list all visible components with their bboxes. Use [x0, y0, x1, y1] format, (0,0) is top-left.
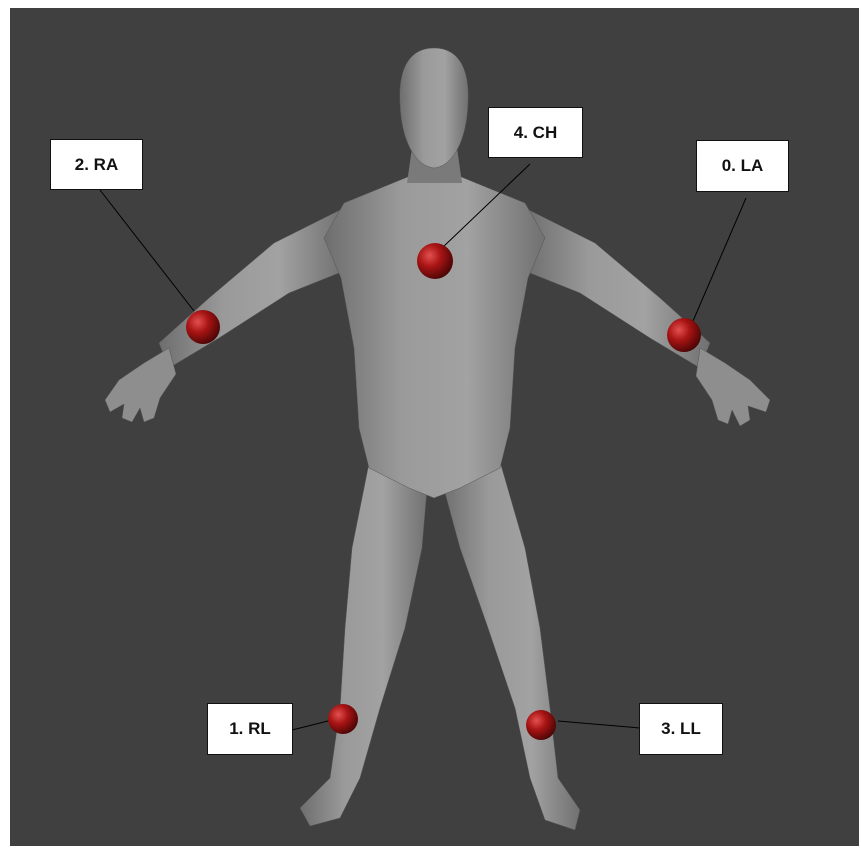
label-rl: 1. RL — [207, 703, 293, 755]
electrode-la — [667, 318, 701, 352]
right-leg — [300, 458, 428, 826]
right-arm — [159, 208, 344, 368]
label-la: 0. LA — [696, 140, 789, 192]
left-hand — [696, 348, 770, 426]
head — [400, 48, 468, 168]
label-ra: 2. RA — [50, 139, 143, 190]
leader-line-la — [690, 198, 746, 328]
right-hand — [105, 348, 176, 422]
electrode-rl — [328, 704, 358, 734]
label-ch: 4. CH — [488, 107, 583, 158]
torso — [324, 176, 545, 498]
3d-viewport: 2. RA 4. CH 0. LA 1. RL 3. LL — [10, 8, 859, 846]
leader-line-ll — [558, 721, 640, 728]
leader-line-rl — [292, 720, 332, 730]
body-model — [10, 8, 859, 846]
electrode-ra — [186, 310, 220, 344]
left-leg — [441, 458, 580, 830]
leader-line-ra — [100, 190, 194, 311]
electrode-ch — [417, 243, 453, 279]
electrode-ll — [526, 710, 556, 740]
label-ll: 3. LL — [639, 703, 723, 755]
